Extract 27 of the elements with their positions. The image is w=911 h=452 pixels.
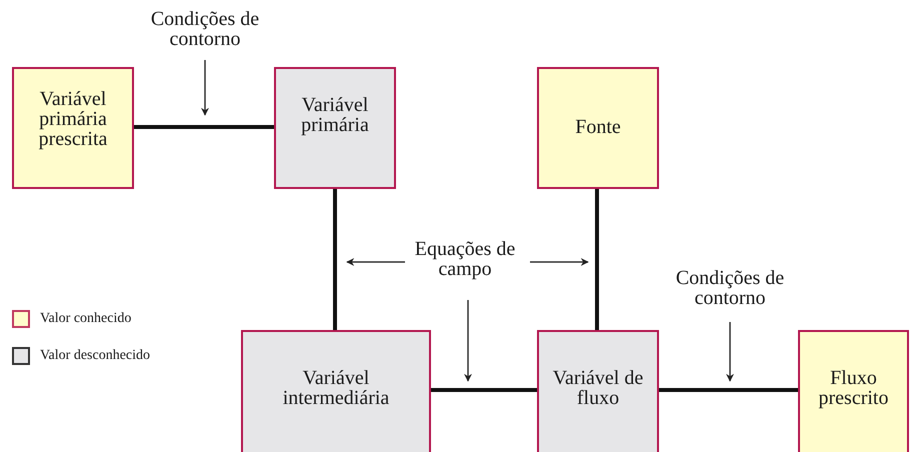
- variable-box: [537, 330, 659, 452]
- box-text: Variável intermediária: [282, 368, 390, 408]
- leader-arrow: [201, 60, 209, 116]
- annotation-label: Condições de contorno: [675, 268, 785, 312]
- annotation-label: Condições de contorno: [150, 9, 260, 53]
- annotation-label: Equações de campo: [410, 239, 520, 283]
- box-text: Variável de fluxo: [552, 368, 644, 408]
- legend-label: Valor desconhecido: [40, 348, 150, 364]
- variable-box: [798, 330, 909, 452]
- box-text: Variável primária prescrita: [38, 89, 108, 149]
- connector-line: [333, 189, 337, 330]
- connector-line: [134, 125, 274, 129]
- variable-box: [537, 67, 659, 189]
- variable-box: [12, 67, 134, 189]
- box-text: Fluxo prescrito: [818, 368, 890, 408]
- connector-line: [595, 189, 599, 330]
- leader-arrow: [726, 322, 734, 382]
- legend-label: Valor conhecido: [40, 311, 132, 327]
- leader-arrow: [346, 258, 405, 266]
- variable-box: [241, 330, 431, 452]
- connector-line: [431, 388, 537, 392]
- leader-arrow: [530, 258, 589, 266]
- connector-line: [659, 388, 798, 392]
- box-text: Variável primária: [300, 95, 370, 135]
- variable-box: [274, 67, 396, 189]
- box-text: Fonte: [574, 117, 622, 137]
- leader-arrow: [464, 300, 472, 382]
